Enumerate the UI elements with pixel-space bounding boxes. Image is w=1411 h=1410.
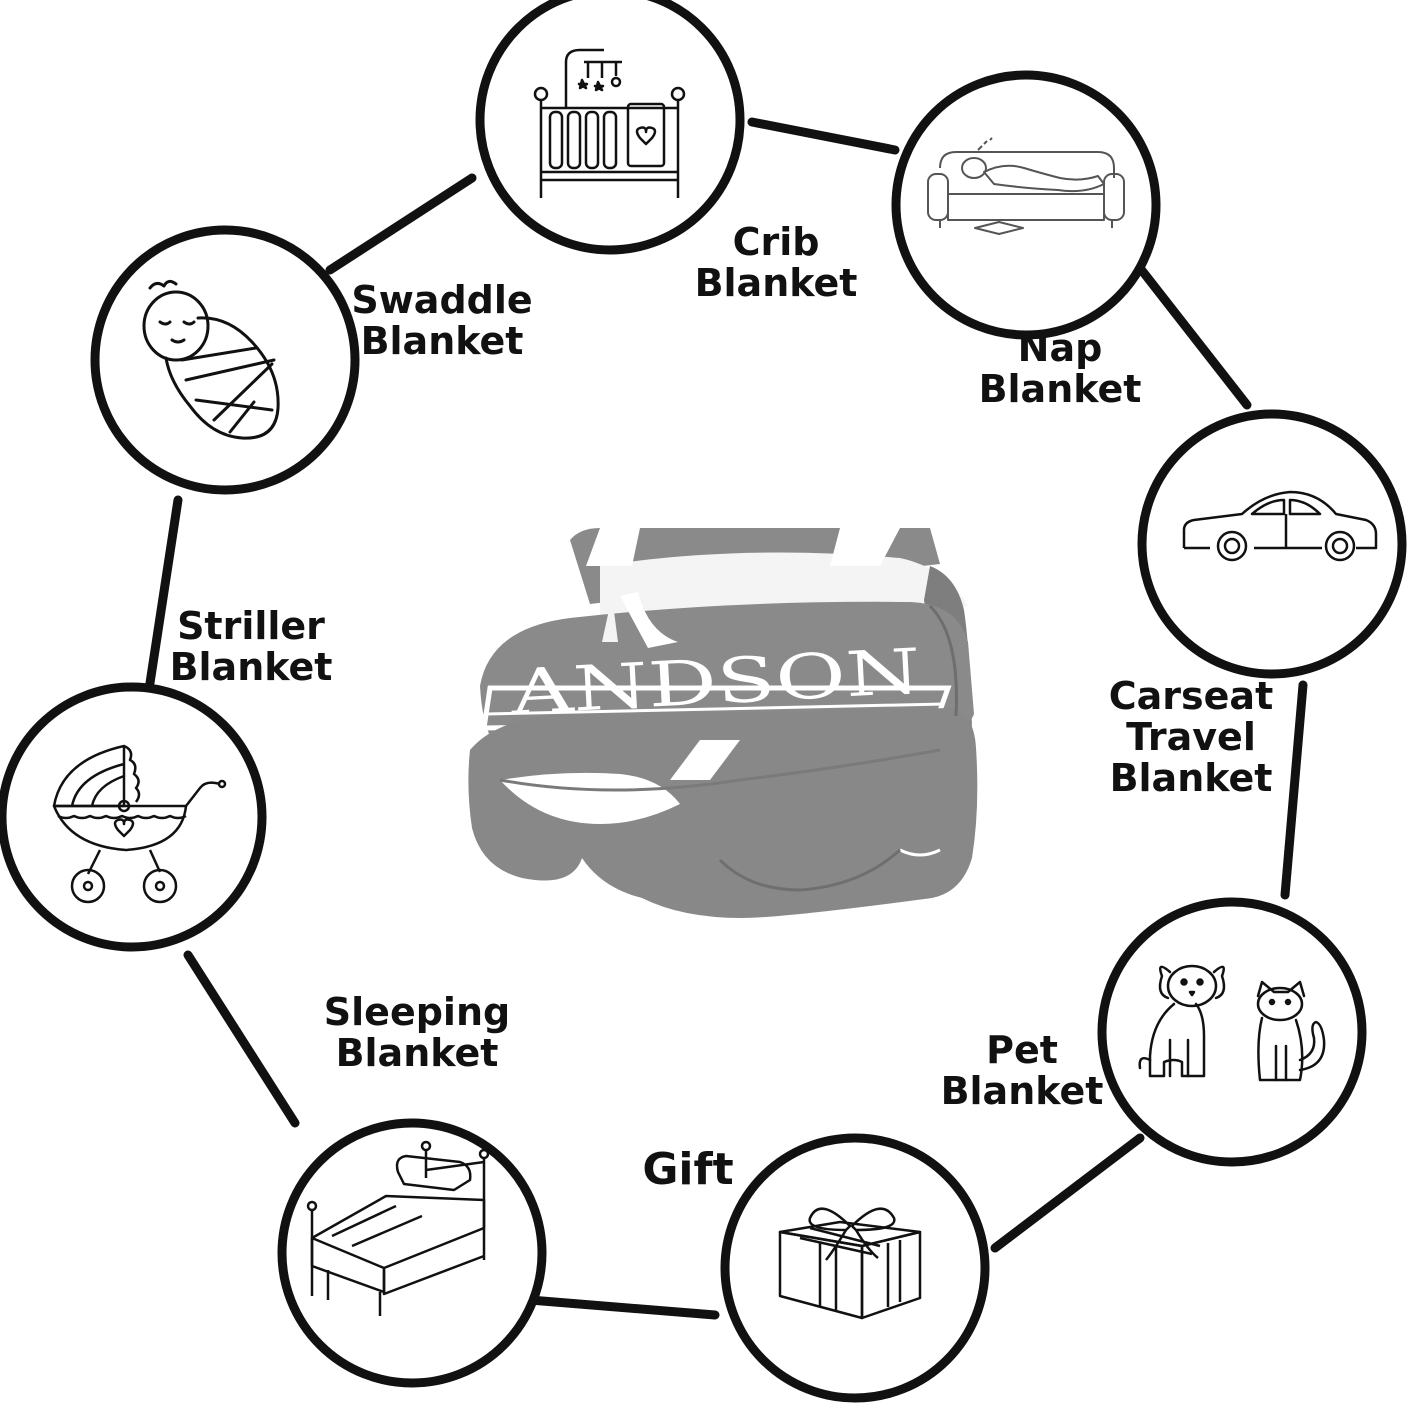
label-pet-line-2: Blanket [940,1069,1104,1114]
label-sleeping-line-1: Sleeping [323,990,511,1034]
dog-and-cat-icon [1138,964,1326,1082]
pet-circle [1097,897,1367,1167]
label-pet: Pet Blanket [928,1028,1116,1114]
label-stroller-line-1: Striller [177,604,325,648]
connector-gift-sleeping [525,1295,720,1320]
connector-nap-carseat [1135,263,1252,410]
label-nap-line-1: Nap [1017,326,1103,370]
label-swaddle-line-2: Blanket [360,319,524,364]
label-swaddle-line-1: Swaddle [351,278,533,322]
sleeping-circle [277,1118,547,1388]
label-sleeping-line-2: Blanket [335,1031,499,1076]
connector-pet-gift [990,1133,1145,1253]
connector-crib-nap [747,117,900,155]
label-stroller-line-2: Blanket [169,645,333,690]
label-crib: Crib Blanket [686,220,866,306]
swaddle-circle [90,225,360,495]
crib-circle [475,0,745,255]
carseat-circle [1137,409,1407,679]
label-sleeping: Sleeping Blanket [312,990,522,1076]
label-carseat-line-3: Blanket [1109,756,1273,801]
folded-blanket-image [468,528,978,918]
label-crib-line-2: Blanket [694,261,858,306]
label-nap-line-2: Blanket [978,367,1142,412]
label-stroller: Striller Blanket [158,604,344,690]
connector-swaddle-crib [325,173,477,275]
label-carseat: Carseat Travel Blanket [1096,674,1286,801]
label-swaddle: Swaddle Blanket [344,278,540,364]
bed-icon [306,1140,490,1316]
label-carseat-line-1: Carseat [1108,674,1274,718]
sleeping-on-sofa-icon [927,137,1125,235]
car-icon [1182,490,1378,562]
label-gift-line-1: Gift [642,1144,734,1195]
connector-stroller-swaddle [145,495,183,688]
gift-circle [720,1133,990,1403]
label-carseat-line-2: Travel [1126,715,1256,760]
gift-box-icon [778,1207,922,1320]
crib-icon [533,48,686,198]
nap-circle [891,70,1161,340]
connector-carseat-pet [1280,680,1308,900]
label-nap: Nap Blanket [968,326,1152,412]
label-crib-line-1: Crib [732,220,820,264]
connector-lines [145,117,1308,1320]
label-gift: Gift [626,1146,750,1194]
label-pet-line-1: Pet [986,1028,1058,1072]
connector-sleeping-stroller [183,950,300,1128]
stroller-icon [52,744,227,904]
swaddled-baby-icon [142,279,280,440]
